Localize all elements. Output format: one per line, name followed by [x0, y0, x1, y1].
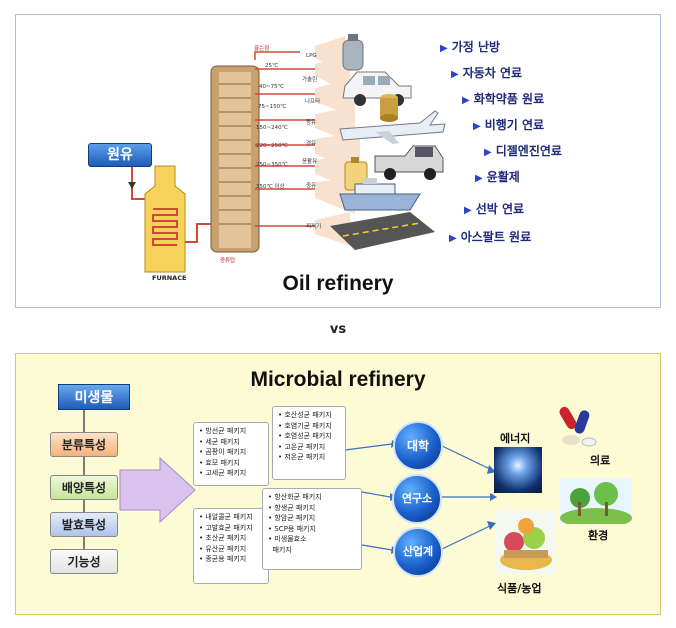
use-item: ▶선박 연료: [464, 202, 525, 216]
trait-classification: 분류특성: [50, 432, 118, 457]
use-item: ▶화학약품 원료: [462, 92, 545, 106]
vs-label: vs: [329, 322, 347, 337]
package-item: • 호염기균 패키지: [278, 421, 332, 430]
package-item: • 항암균 패키지: [268, 514, 316, 522]
distillation-tower-icon: [210, 65, 260, 253]
lpg-cylinder-icon: [342, 34, 364, 71]
package-item: • 세균 패키지: [199, 437, 240, 446]
feed-pipe: [185, 223, 211, 243]
package-item: • 초산균 패키지: [199, 534, 247, 542]
fraction-pipes: [254, 51, 315, 227]
package-item: • 효모 패키지: [199, 458, 240, 467]
triangle-bullet-icon: ▶: [449, 233, 457, 244]
package-item: • 호산성균 패키지: [278, 411, 332, 419]
big-arrow-icon: [119, 456, 196, 524]
package-box-extremophile: • 호산성균 패키지 • 호염기균 패키지 • 호염성균 패키지 • 고온균 패…: [272, 406, 346, 480]
fraction-product: 윤활유: [302, 159, 318, 165]
use-item: ▶아스팔트 원료: [449, 230, 532, 244]
fraction-temp: 350℃ 이상: [256, 184, 285, 190]
fraction-product: 가솔린: [302, 77, 318, 83]
package-item: • 저온균 패키지: [278, 453, 326, 461]
package-item: • 고세균 패키지: [199, 469, 247, 477]
use-item: ▶디젤엔진연료: [484, 144, 562, 158]
oil-refinery-title: Oil refinery: [282, 272, 394, 295]
package-item: • 고온균 패키지: [278, 442, 326, 451]
trait-fermentation: 발효특성: [50, 512, 118, 537]
tower-bottom-label: 증류탑: [220, 258, 236, 264]
asphalt-road-icon: [330, 212, 435, 250]
package-item: 패키지: [272, 545, 292, 554]
medical-label: 의료: [590, 454, 611, 467]
package-item: • 곰팡이 패키지: [199, 448, 247, 456]
package-item: • 호염성균 패키지: [278, 432, 332, 440]
triangle-bullet-icon: ▶: [462, 95, 470, 106]
triangle-bullet-icon: ▶: [440, 43, 448, 54]
fraction-product: 찌꺼기: [306, 224, 322, 230]
ship-icon: [339, 178, 421, 211]
microbial-refinery-title: Microbial refinery: [250, 368, 426, 391]
use-item: ▶자동차 연료: [451, 66, 523, 80]
fraction-temp: 150~240℃: [256, 125, 288, 131]
package-box-fermentation: • 내알콜균 패키지 • 고발효균 패키지 • 초산균 패키지 • 유산균 패키…: [193, 508, 269, 584]
food-agriculture-icon: [496, 510, 556, 574]
triangle-bullet-icon: ▶: [473, 121, 481, 132]
fraction-temp: 75~150℃: [258, 104, 287, 110]
environment-eco-icon: [560, 478, 632, 524]
fraction-temp: 40~75℃: [259, 84, 284, 90]
energy-image: [494, 447, 542, 493]
package-item: • SCP용 패키지: [268, 524, 316, 533]
package-item: • 내알콜균 패키지: [199, 513, 253, 521]
fraction-temp: 끓는점: [254, 46, 270, 52]
medical-pills-icon: [559, 406, 597, 447]
package-item: • 항산화균 패키지: [268, 493, 322, 501]
fraction-temp: 250~350℃: [256, 162, 288, 168]
car-icon: [342, 71, 412, 106]
package-item: • 종균용 패키지: [199, 555, 247, 563]
food-agriculture-label: 식품/농업: [497, 582, 542, 595]
university-node: 대학: [393, 421, 443, 471]
industry-node: 산업계: [393, 527, 443, 577]
fraction-product: 경유: [306, 141, 317, 147]
fraction-product: 나프타: [305, 99, 321, 105]
triangle-bullet-icon: ▶: [451, 69, 459, 80]
crude-oil-label: 원유: [88, 143, 152, 167]
use-item: ▶가정 난방: [440, 40, 501, 54]
triangle-bullet-icon: ▶: [475, 173, 483, 184]
truck-icon: [374, 145, 444, 180]
oil-can-icon: [344, 157, 368, 191]
fraction-temp: 220~250℃: [256, 143, 288, 149]
package-item: • 고발효균 패키지: [199, 523, 253, 532]
use-item: ▶비행기 연료: [473, 118, 545, 132]
package-box-taxa: • 방선균 패키지 • 세균 패키지 • 곰팡이 패키지 • 효모 패키지 • …: [193, 422, 269, 486]
furnace-icon: [144, 165, 186, 273]
oil-refinery-illustration: [128, 34, 446, 273]
fraction-product: 중유: [306, 183, 317, 189]
environment-label: 환경: [588, 529, 609, 542]
fraction-product: LPG: [306, 53, 317, 59]
package-item: • 미생물효소: [268, 535, 307, 543]
trait-culture: 배양특성: [50, 475, 118, 500]
fraction-temp: 25℃: [265, 63, 279, 69]
fraction-product: 등유: [306, 120, 317, 126]
research-institute-node: 연구소: [392, 474, 442, 524]
triangle-bullet-icon: ▶: [464, 205, 472, 216]
package-item: • 방선균 패키지: [199, 427, 247, 435]
triangle-bullet-icon: ▶: [484, 147, 492, 158]
drum-icon: [380, 94, 398, 122]
use-item: ▶윤활제: [475, 170, 520, 184]
trait-functionality: 기능성: [50, 549, 118, 574]
airplane-icon: [339, 110, 446, 144]
package-box-functional: • 항산화균 패키지 • 항생균 패키지 • 항암균 패키지 • SCP용 패키…: [262, 488, 362, 570]
microbe-label: 미생물: [58, 384, 130, 410]
crude-pipe: [131, 166, 150, 200]
furnace-label: FURNACE: [152, 274, 187, 282]
flow-arrow-icon: [128, 182, 136, 189]
energy-label: 에너지: [500, 432, 531, 445]
package-item: • 항생균 패키지: [268, 503, 316, 512]
package-item: • 유산균 패키지: [199, 544, 247, 553]
